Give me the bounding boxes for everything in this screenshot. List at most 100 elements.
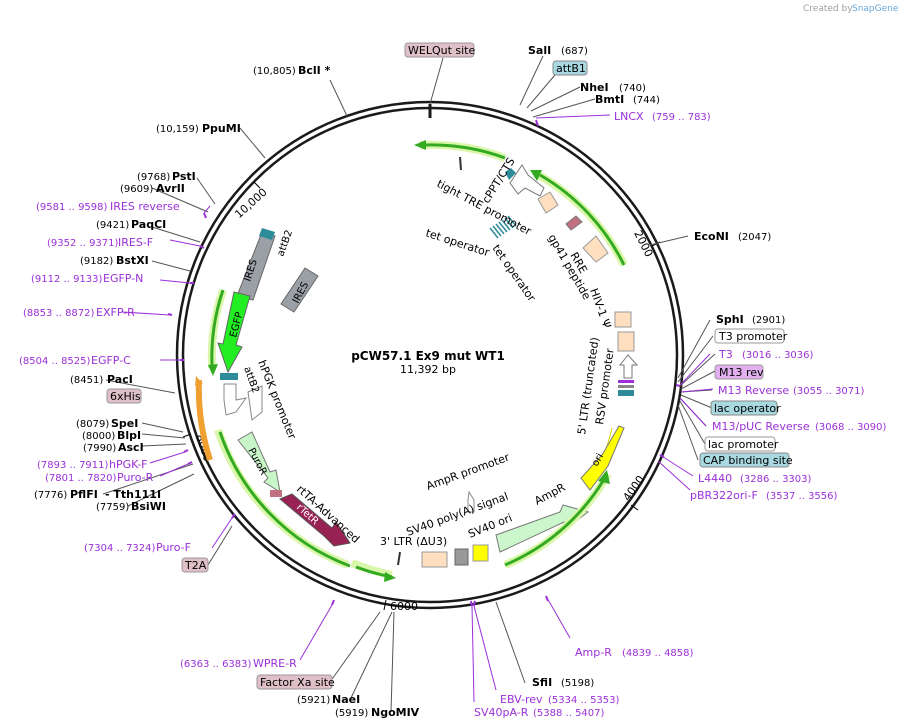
svg-text:6000: 6000: [390, 600, 418, 613]
primer-egfp-c[interactable]: (8504 .. 8525) EGFP-C: [19, 354, 131, 367]
site-econi[interactable]: EcoNI (2047): [694, 230, 771, 243]
site-nhei[interactable]: NheI (740): [580, 81, 646, 94]
svg-text:EcoNI: EcoNI: [694, 230, 729, 243]
site-paqci[interactable]: (9421) PaqCI: [96, 218, 166, 231]
hpgk-promoter-arrow: [223, 383, 248, 416]
primer-egfp-n[interactable]: (9112 .. 9133) EGFP-N: [31, 272, 143, 285]
primer-puro-f[interactable]: (7304 .. 7324) Puro-F: [84, 541, 191, 554]
svg-text:(5921): (5921): [297, 695, 330, 706]
svg-text:BlpI: BlpI: [117, 429, 141, 442]
svg-text:Puro-R: Puro-R: [117, 471, 154, 484]
primer-puro-r[interactable]: (7801 .. 7820) Puro-R: [45, 471, 154, 484]
svg-text:EXFP-R: EXFP-R: [96, 306, 135, 319]
svg-text:(9112 .. 9133): (9112 .. 9133): [31, 274, 103, 285]
arrow-left: [218, 431, 351, 568]
svg-text:pBR322ori-F: pBR322ori-F: [690, 489, 758, 502]
primer-hpgk-f[interactable]: (7893 .. 7911) hPGK-F: [37, 458, 147, 471]
primer-ebv-rev[interactable]: EBV-rev (5334 .. 5353): [500, 693, 620, 706]
svg-text:(8504 .. 8525): (8504 .. 8525): [19, 356, 91, 367]
rsv-promoter-arrow: [618, 354, 639, 379]
primer-pbr322ori-f[interactable]: pBR322ori-F (3537 .. 3556): [690, 489, 838, 502]
box-t2a[interactable]: T2A: [181, 557, 209, 573]
site-naei[interactable]: (5921) NaeI: [297, 693, 360, 706]
svg-text:(9421): (9421): [96, 220, 129, 231]
primer-sv40pa-r[interactable]: SV40pA-R (5388 .. 5407): [474, 706, 605, 719]
site-blpi[interactable]: (8000) BlpI: [82, 429, 141, 442]
svg-text:(4839 .. 4858): (4839 .. 4858): [622, 648, 694, 659]
tre-feature: [505, 164, 559, 214]
box-6xhis[interactable]: 6xHis: [106, 388, 142, 404]
box-m13-rev[interactable]: M13 rev: [714, 364, 764, 380]
svg-text:IRES-F: IRES-F: [118, 236, 153, 249]
svg-text:L4440: L4440: [698, 472, 732, 485]
mark-bottom: [397, 551, 401, 566]
primer-marks: [167, 119, 681, 607]
svg-text:NheI: NheI: [580, 81, 609, 94]
site-spei[interactable]: (8079) SpeI: [76, 417, 138, 430]
site-ngomiv[interactable]: (5919) NgoMIV: [335, 706, 420, 719]
svg-text:(7893 .. 7911): (7893 .. 7911): [37, 460, 109, 471]
site-asci[interactable]: (7990) AscI: [83, 441, 144, 454]
site-bsiwi[interactable]: (7759) BsiWI: [96, 500, 166, 513]
svg-text:PacI: PacI: [107, 373, 133, 386]
primer-m13-reverse[interactable]: M13 Reverse (3055 .. 3071): [718, 384, 865, 397]
primer-ires-f[interactable]: (9352 .. 9371) IRES-F: [47, 236, 153, 249]
svg-text:NaeI: NaeI: [332, 693, 360, 706]
svg-text:(8451): (8451): [70, 375, 103, 386]
primer-lncx[interactable]: LNCX (759 .. 783): [614, 110, 711, 123]
svg-text:NgoMIV: NgoMIV: [371, 706, 420, 719]
svg-text:(687): (687): [561, 46, 588, 57]
svg-text:(3055 .. 3071): (3055 .. 3071): [793, 386, 865, 397]
site-sfii[interactable]: SfiI (5198): [532, 676, 594, 689]
leader-lines: [102, 55, 716, 713]
site-pflfi[interactable]: (7776) PflFI - Tth111I: [34, 488, 161, 501]
box-t3-promoter[interactable]: T3 promoter: [714, 328, 788, 344]
svg-text:(10,159): (10,159): [156, 124, 199, 135]
rttA-feature: [279, 493, 351, 547]
attb2-top-block: [259, 228, 275, 240]
svg-text:(9182): (9182): [80, 256, 113, 267]
site-ppumi[interactable]: (10,159) PpuMI: [156, 122, 241, 135]
label-attb2-top: attB2: [275, 229, 295, 258]
label-3ltr: 3' LTR (ΔU3): [380, 535, 447, 548]
site-bmti[interactable]: BmtI (744): [595, 93, 660, 106]
svg-text:T3 promoter: T3 promoter: [718, 330, 788, 343]
svg-text:(3537 .. 3556): (3537 .. 3556): [766, 491, 838, 502]
ampr-promoter-arrow: [467, 490, 475, 513]
arrow-bottom-halo: [350, 559, 393, 579]
sv40-ori-block: [472, 544, 489, 562]
site-sphi[interactable]: SphI (2901): [716, 313, 785, 326]
svg-text:(5919): (5919): [335, 708, 368, 719]
svg-text:(5388 .. 5407): (5388 .. 5407): [533, 708, 605, 719]
box-factor-xa-site[interactable]: Factor Xa site: [256, 674, 335, 690]
svg-text:EBV-rev: EBV-rev: [500, 693, 543, 706]
box-lac-operator[interactable]: lac operator: [710, 400, 781, 416]
primer-ires-reverse[interactable]: (9581 .. 9598) IRES reverse: [36, 200, 180, 213]
svg-text:(3016 .. 3036): (3016 .. 3036): [742, 350, 814, 361]
svg-text:lac operator: lac operator: [714, 402, 781, 415]
site-avrii[interactable]: (9609) AvrII: [120, 182, 185, 195]
site-psti[interactable]: (9768) PstI: [137, 170, 196, 183]
svg-text:PpuMI: PpuMI: [202, 122, 241, 135]
box-cap-binding-site[interactable]: CAP binding site: [699, 452, 793, 468]
svg-text:BmtI: BmtI: [595, 93, 624, 106]
primer-exfp-r[interactable]: (8853 .. 8872) EXFP-R: [23, 306, 135, 319]
svg-text:EGFP-N: EGFP-N: [103, 272, 143, 285]
orange-arrowhead: [195, 376, 203, 386]
svg-text:PaqCI: PaqCI: [131, 218, 166, 231]
primer-t3[interactable]: T3 (3016 .. 3036): [718, 348, 814, 361]
primer-m13-puc-reverse[interactable]: M13/pUC Reverse (3068 .. 3090): [712, 420, 887, 433]
svg-text:(7304 .. 7324): (7304 .. 7324): [84, 543, 156, 554]
primer-l4440[interactable]: L4440 (3286 .. 3303): [698, 472, 812, 485]
box-lac-promoter[interactable]: lac promoter: [704, 436, 779, 452]
box-attb1[interactable]: attB1: [552, 60, 588, 76]
ori-feature: [580, 425, 625, 491]
site-bstxi[interactable]: (9182) BstXI: [80, 254, 149, 267]
box-welqut-site[interactable]: WELQut site: [404, 42, 475, 58]
ires-block-2: [280, 267, 319, 313]
primer-amp-r[interactable]: Amp-R (4839 .. 4858): [575, 646, 694, 659]
site-paci[interactable]: (8451) PacI: [70, 373, 133, 386]
primer-wpre-r[interactable]: (6363 .. 6383) WPRE-R: [180, 657, 297, 670]
site-sali[interactable]: SalI (687): [528, 44, 588, 57]
site-bcli[interactable]: (10,805) BclI *: [253, 64, 331, 77]
